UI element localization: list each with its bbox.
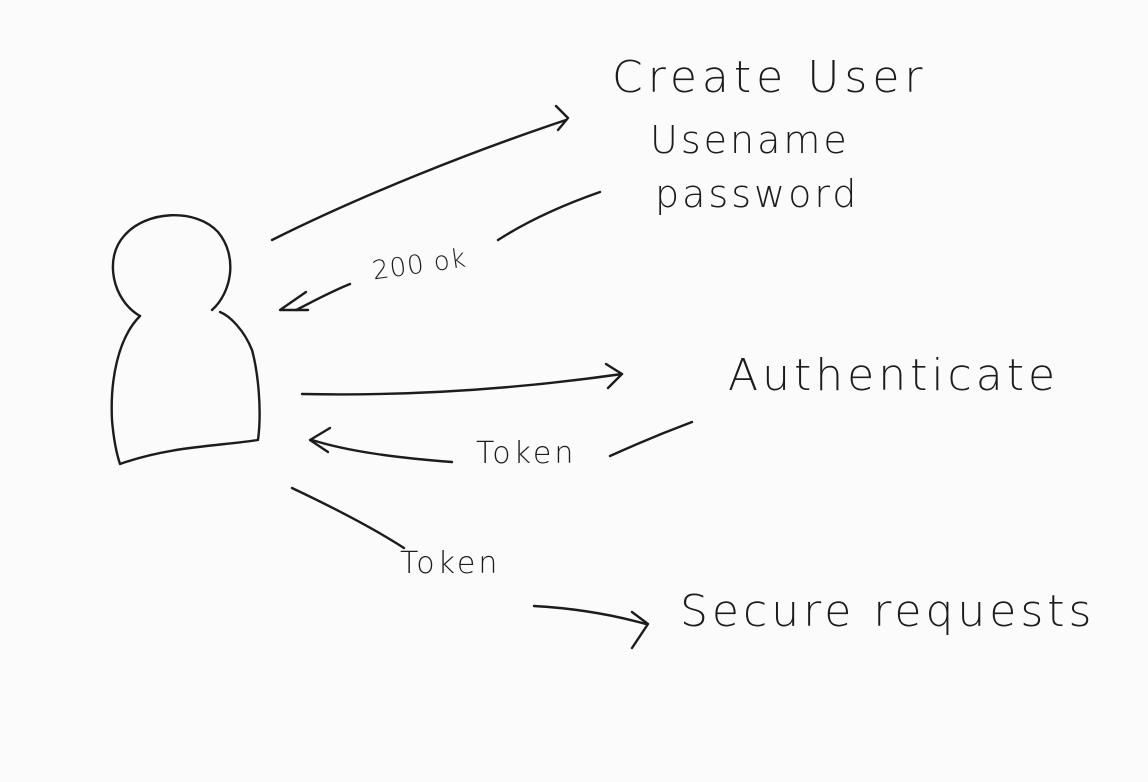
arrow-token-to-user bbox=[308, 420, 694, 464]
token-request-label: Token bbox=[400, 546, 501, 581]
create-user-label: Create User bbox=[612, 52, 928, 103]
authenticate-label: Authenticate bbox=[728, 350, 1060, 401]
arrow-to-create-user bbox=[270, 104, 570, 242]
arrow-token-to-secure-requests bbox=[290, 486, 650, 650]
password-label: password bbox=[655, 172, 860, 216]
user-body bbox=[110, 310, 261, 466]
arrow-200-ok-to-user bbox=[278, 190, 602, 312]
user-head bbox=[111, 214, 232, 318]
arrow-to-authenticate bbox=[300, 362, 624, 396]
username-label: Usename bbox=[650, 118, 850, 162]
user-figure-icon bbox=[110, 214, 261, 466]
secure-requests-label: Secure requests bbox=[680, 586, 1096, 637]
token-response-label: Token bbox=[476, 436, 577, 471]
